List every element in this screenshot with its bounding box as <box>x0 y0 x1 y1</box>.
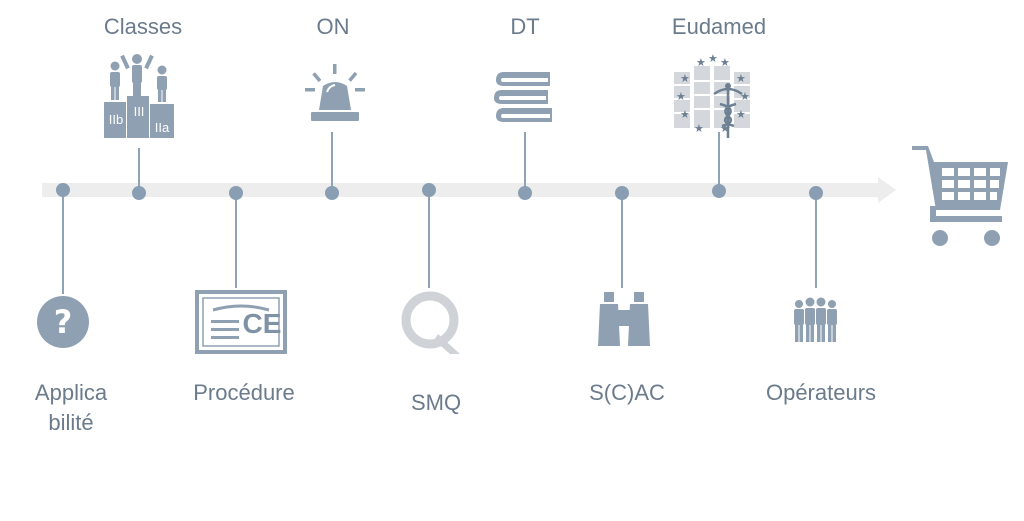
timeline-node-dt <box>518 186 532 200</box>
timeline-node-eudamed <box>712 184 726 198</box>
stem-scac <box>621 190 623 288</box>
svg-text:★: ★ <box>676 90 686 103</box>
timeline-arrowhead <box>878 177 896 203</box>
timeline-axis <box>42 183 880 197</box>
stem-classes <box>138 148 140 190</box>
podium-badge-iia: IIa <box>154 120 170 135</box>
timeline-node-smq <box>422 183 436 197</box>
step-label-dt: DT <box>510 14 540 39</box>
timeline-node-scac <box>615 186 629 200</box>
step-label-smq: SMQ <box>410 390 462 415</box>
step-label-operateurs: Opérateurs <box>765 380 877 405</box>
timeline-node-on <box>325 186 339 200</box>
step-label-scac: S(C)AC <box>589 380 665 405</box>
eu-medical-database-icon: ★★★ ★★ ★★ ★★ ★★ <box>670 54 764 140</box>
people-group-icon <box>790 296 842 346</box>
stem-dt <box>524 132 526 190</box>
step-label-classes: Classes <box>103 14 183 39</box>
stem-smq <box>428 190 430 288</box>
timeline-node-operateurs <box>809 186 823 200</box>
q-quality-icon <box>398 288 468 358</box>
podium-badge-iib: IIb <box>108 112 124 127</box>
svg-text:★: ★ <box>720 122 730 135</box>
svg-text:★: ★ <box>736 72 746 85</box>
timeline-node-classes <box>132 186 146 200</box>
stem-applicabilite <box>62 190 64 294</box>
svg-text:★: ★ <box>736 108 746 121</box>
timeline-node-procedure <box>229 186 243 200</box>
stem-operateurs <box>815 190 817 288</box>
step-label-eudamed: Eudamed <box>671 14 767 39</box>
stem-procedure <box>235 190 237 288</box>
ce-mark: CE <box>242 308 282 339</box>
step-label-procedure: Procédure <box>193 380 295 405</box>
step-label-on: ON <box>316 14 350 39</box>
alarm-beacon-icon <box>305 64 365 126</box>
books-icon <box>492 66 556 128</box>
timeline-node-applicabilite <box>56 183 70 197</box>
svg-text:★: ★ <box>680 108 690 121</box>
svg-text:★: ★ <box>740 90 750 103</box>
question-icon: ? <box>36 295 90 349</box>
binoculars-icon <box>596 292 652 350</box>
step-label-applicabilite: Applica bilité <box>34 380 108 435</box>
svg-text:★: ★ <box>720 56 730 69</box>
svg-text:?: ? <box>54 303 73 341</box>
svg-text:★: ★ <box>680 72 690 85</box>
podium-badge-iii: III <box>133 104 145 119</box>
svg-text:★: ★ <box>696 56 706 69</box>
ce-certificate-icon <box>195 290 287 354</box>
podium-icon <box>100 50 180 142</box>
stem-eudamed <box>718 132 720 190</box>
svg-text:★: ★ <box>694 122 704 135</box>
stem-on <box>331 132 333 190</box>
shopping-cart-icon <box>912 146 1012 250</box>
svg-text:★: ★ <box>708 54 718 65</box>
